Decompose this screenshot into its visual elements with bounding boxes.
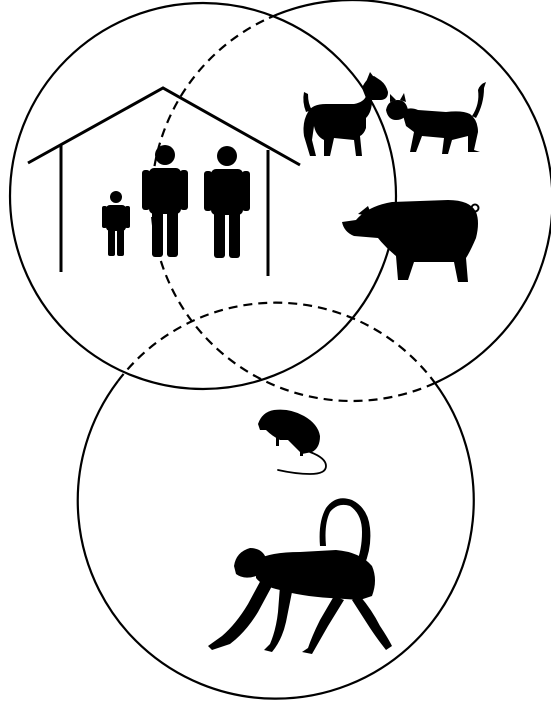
- monkey-icon: [208, 498, 392, 654]
- rat-icon: [258, 410, 326, 474]
- wildlife-circle-dashed: [118, 303, 435, 383]
- adult-figure-icon: [204, 146, 250, 258]
- adult-figure-icon: [142, 145, 188, 257]
- child-figure-icon: [102, 191, 130, 256]
- dog-icon: [303, 72, 388, 156]
- cat-icon: [386, 82, 486, 154]
- domestic-animals-circle-outline: [269, 0, 551, 383]
- pig-icon: [342, 200, 479, 282]
- human-household-circle-outline: [10, 3, 396, 389]
